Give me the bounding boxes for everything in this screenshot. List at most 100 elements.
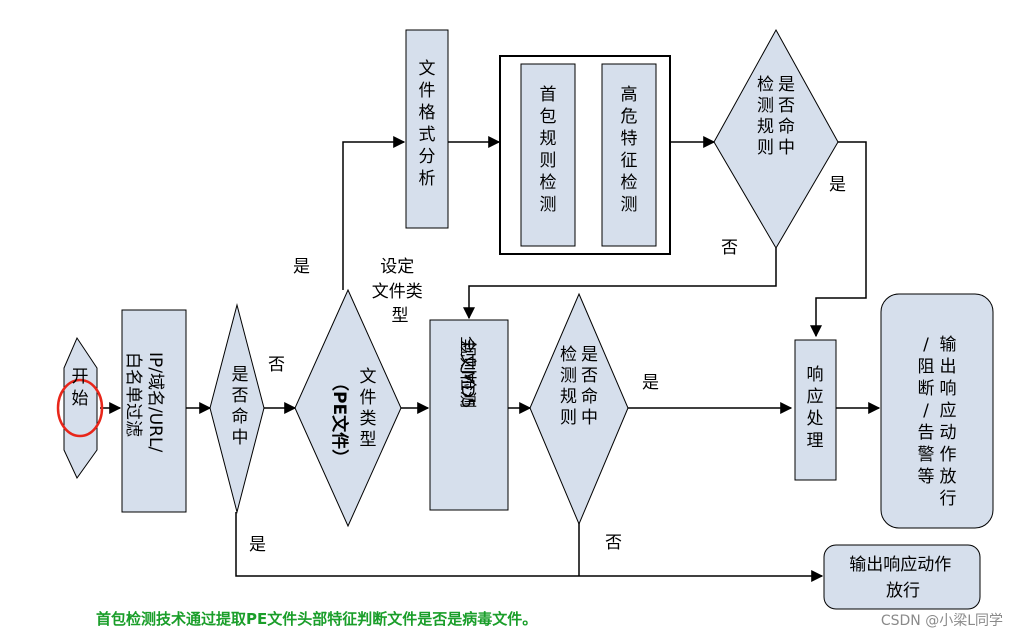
vertical-char: 响 — [940, 379, 957, 399]
edge-rulehit-no-to-md5 — [463, 248, 777, 320]
output-big-label: 输出响应动作放行/阻断/告警等 — [918, 335, 957, 509]
vertical-char: 阻 — [918, 357, 935, 377]
vertical-char: 命 — [778, 117, 795, 137]
vertical-char: 出 — [940, 357, 957, 377]
start-node — [63, 336, 98, 479]
vertical-char: 应 — [807, 387, 824, 407]
vertical-char: 命 — [232, 407, 249, 427]
vertical-char: 规 — [540, 129, 557, 149]
label-set-filetype-line: 型 — [392, 306, 409, 326]
edge-filetype-to-format — [342, 136, 406, 290]
vertical-char: 中 — [581, 408, 598, 428]
vertical-char: 等 — [918, 467, 935, 487]
caption: 首包检测技术通过提取PE文件头部特征判断文件是否是病毒文件。 — [96, 610, 538, 628]
rulehit-mid-node — [529, 292, 629, 526]
vertical-char: 则 — [757, 138, 774, 158]
start-annotation-circle — [56, 378, 104, 438]
vertical-char: 检 — [540, 173, 557, 193]
output-small-line: 输出响应动作 — [849, 555, 951, 575]
vertical-char: 件 — [419, 81, 436, 101]
label-no-rulehit-mid: 否 — [605, 533, 622, 553]
md5-label-line1: 全文MD5 — [457, 336, 477, 409]
vertical-char: 检 — [560, 345, 577, 365]
vertical-char: 命 — [581, 387, 598, 407]
rulehit-top-label: 是否命中检测规则 — [757, 75, 795, 158]
vertical-char: 输 — [940, 335, 957, 355]
vertical-char: 分 — [419, 147, 436, 167]
rulehit-mid-label: 是否命中检测规则 — [560, 345, 598, 428]
vertical-char: 则 — [540, 151, 557, 171]
hit1-node — [209, 303, 265, 514]
vertical-char: 否 — [232, 386, 249, 406]
vertical-char: 件 — [360, 388, 377, 408]
vertical-char: 首 — [540, 85, 557, 105]
label-yes-hit1: 是 — [249, 535, 266, 555]
vertical-char: 包 — [540, 107, 557, 127]
label-yes-rulehit-top: 是 — [829, 175, 846, 195]
filter-node — [121, 309, 187, 513]
vertical-char: 格 — [419, 103, 436, 123]
vertical-char: 测 — [757, 96, 774, 116]
vertical-char: 断 — [918, 379, 935, 399]
vertical-char: 否 — [778, 96, 795, 116]
vertical-char: 作 — [940, 445, 957, 465]
vertical-char: 测 — [621, 195, 638, 215]
output-small-node — [823, 544, 981, 610]
edge-labels: 是 否 是 是 否 是 否 设定 文件类 型 — [249, 175, 846, 555]
filter-label: IP/域名/URL/白名单过滤 — [123, 352, 165, 452]
filter-label-line2: 白名单过滤 — [123, 352, 143, 437]
vertical-char: / — [923, 335, 929, 355]
risk-feature-label: 高危特征检测 — [621, 85, 638, 215]
vertical-char: 是 — [232, 365, 249, 385]
vertical-char: 测 — [540, 195, 557, 215]
vertical-char: 测 — [560, 366, 577, 386]
format-label: 文件格式分析 — [419, 59, 436, 189]
vertical-char: 处 — [807, 409, 824, 429]
output-small-label: 输出响应动作 放行 — [849, 555, 956, 601]
vertical-char: 类 — [360, 409, 377, 429]
response-node — [794, 339, 837, 481]
vertical-char: / — [923, 401, 929, 421]
risk-feature-node — [601, 63, 657, 247]
md5-node — [429, 319, 509, 511]
vertical-char: 否 — [581, 366, 598, 386]
header-rule-label: 首包规则检测 — [540, 85, 557, 215]
vertical-char: 动 — [940, 423, 957, 443]
filter-label-line1: IP/域名/URL/ — [145, 352, 165, 452]
vertical-char: 行 — [940, 489, 957, 509]
hit1-label: 是否命中 — [232, 365, 249, 448]
filetype-node — [294, 288, 402, 528]
label-set-filetype-line: 文件类 — [372, 282, 423, 302]
md5-label: 全文MD5规则检测 — [457, 336, 477, 409]
label-set-filetype-line: 设定 — [380, 257, 414, 277]
filetype-label-col1: 文件类型 — [360, 367, 377, 450]
vertical-char: 放 — [940, 467, 957, 487]
edge-hit1-yes-to-output-small — [235, 512, 824, 582]
vertical-char: 始 — [72, 389, 89, 409]
edges — [100, 136, 881, 582]
output-big-node — [880, 293, 994, 529]
output-small-line: 放行 — [886, 581, 920, 601]
vertical-char: 征 — [621, 151, 638, 171]
vertical-char: 则 — [560, 408, 577, 428]
rulehit-top-node — [713, 28, 839, 249]
vertical-char: 规 — [757, 117, 774, 137]
vertical-char: 文 — [360, 367, 377, 387]
edge-rulehit-yes-to-response — [810, 141, 867, 338]
vertical-char: 式 — [419, 125, 436, 145]
vertical-char: 规 — [560, 387, 577, 407]
label-no-rulehit-top: 否 — [721, 238, 738, 258]
vertical-char: 开 — [72, 367, 89, 387]
label-set-filetype: 设定 文件类 型 — [372, 257, 428, 326]
filetype-label-col2: （PE文件） — [329, 374, 350, 466]
vertical-char: 析 — [419, 169, 436, 189]
vertical-char: 文 — [419, 59, 436, 79]
response-label: 响应处理 — [807, 365, 824, 451]
md5-label-line2: 规则检测 — [457, 340, 477, 408]
vertical-char: 特 — [621, 129, 638, 149]
format-node — [405, 29, 449, 229]
label-yes-rulehit-mid: 是 — [642, 373, 659, 393]
label-no-hit1: 否 — [268, 355, 285, 375]
vertical-char: 检 — [757, 75, 774, 95]
